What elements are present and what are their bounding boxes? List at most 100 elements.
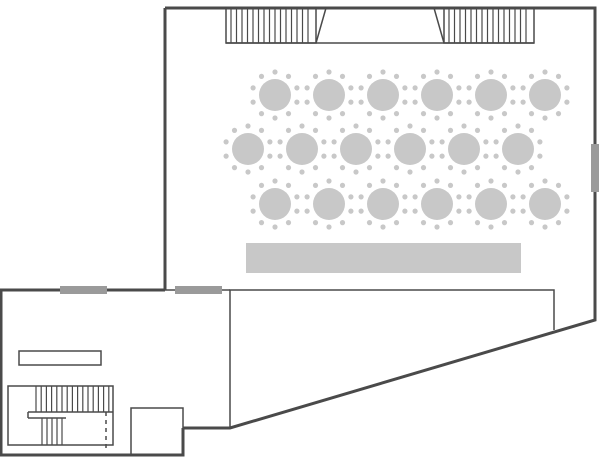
round-table	[358, 69, 408, 121]
chair	[312, 127, 319, 133]
chair	[285, 73, 292, 79]
chair	[385, 139, 391, 145]
chair	[294, 208, 300, 214]
chair	[326, 224, 332, 230]
chair	[474, 127, 481, 133]
chair	[434, 115, 440, 121]
chair	[250, 99, 256, 105]
chair	[353, 169, 359, 175]
round-table	[466, 69, 516, 121]
door-annex-left	[60, 286, 107, 294]
round-table	[358, 178, 408, 230]
chair	[339, 165, 346, 171]
table-top	[502, 133, 534, 165]
chair	[528, 73, 535, 79]
chair	[474, 182, 481, 188]
chair	[285, 111, 292, 117]
round-table	[412, 178, 462, 230]
chair	[474, 220, 481, 226]
chair	[258, 111, 265, 117]
chair	[555, 111, 562, 117]
chair	[501, 127, 508, 133]
chair	[407, 169, 413, 175]
chair	[555, 182, 562, 188]
chair	[231, 165, 238, 171]
chair	[331, 153, 337, 159]
annex-walls	[0, 288, 185, 457]
chair	[501, 220, 508, 226]
chair	[447, 111, 454, 117]
chair	[258, 127, 265, 133]
round-table	[466, 178, 516, 230]
chair	[393, 73, 400, 79]
chair	[339, 73, 346, 79]
chair	[402, 99, 408, 105]
table-top	[529, 79, 561, 111]
chair	[493, 153, 499, 159]
chair	[326, 115, 332, 121]
chair	[294, 85, 300, 91]
table-top	[259, 188, 291, 220]
chair	[321, 139, 327, 145]
chair	[528, 111, 535, 117]
chair	[520, 208, 526, 214]
chair	[272, 115, 278, 121]
chair	[537, 139, 543, 145]
table-top	[286, 133, 318, 165]
chair	[466, 99, 472, 105]
chair	[326, 69, 332, 75]
round-table	[520, 178, 570, 230]
chair	[456, 194, 462, 200]
door-east	[591, 144, 599, 192]
chair	[312, 182, 319, 188]
chair	[366, 182, 373, 188]
chair	[488, 178, 494, 184]
chair	[520, 194, 526, 200]
chair	[277, 139, 283, 145]
chair	[366, 127, 373, 133]
chair	[272, 178, 278, 184]
chair	[304, 99, 310, 105]
chair	[542, 224, 548, 230]
chair	[412, 194, 418, 200]
chair	[393, 127, 400, 133]
stairs-top-right	[448, 8, 527, 43]
chair	[299, 123, 305, 129]
chair	[564, 208, 570, 214]
chair	[402, 208, 408, 214]
chair	[277, 153, 283, 159]
chair	[402, 85, 408, 91]
chair	[542, 115, 548, 121]
table-top	[394, 133, 426, 165]
chair	[461, 169, 467, 175]
chair	[474, 111, 481, 117]
annex-cabinet	[130, 407, 184, 456]
table-top	[475, 79, 507, 111]
chair	[488, 224, 494, 230]
chair	[420, 73, 427, 79]
chair	[380, 224, 386, 230]
chair	[312, 220, 319, 226]
round-table	[304, 178, 354, 230]
chair	[250, 85, 256, 91]
chair	[245, 169, 251, 175]
chair	[231, 127, 238, 133]
chair	[223, 153, 229, 159]
chair	[564, 194, 570, 200]
chair	[339, 127, 346, 133]
chair	[339, 220, 346, 226]
chair	[520, 85, 526, 91]
chair	[385, 153, 391, 159]
chair	[412, 99, 418, 105]
chair	[366, 73, 373, 79]
chair	[456, 208, 462, 214]
chair	[439, 153, 445, 159]
round-table	[493, 123, 543, 175]
chair	[429, 153, 435, 159]
chair	[250, 208, 256, 214]
table-top	[313, 188, 345, 220]
table-top	[421, 188, 453, 220]
chair	[358, 208, 364, 214]
chair	[348, 208, 354, 214]
chair	[434, 69, 440, 75]
